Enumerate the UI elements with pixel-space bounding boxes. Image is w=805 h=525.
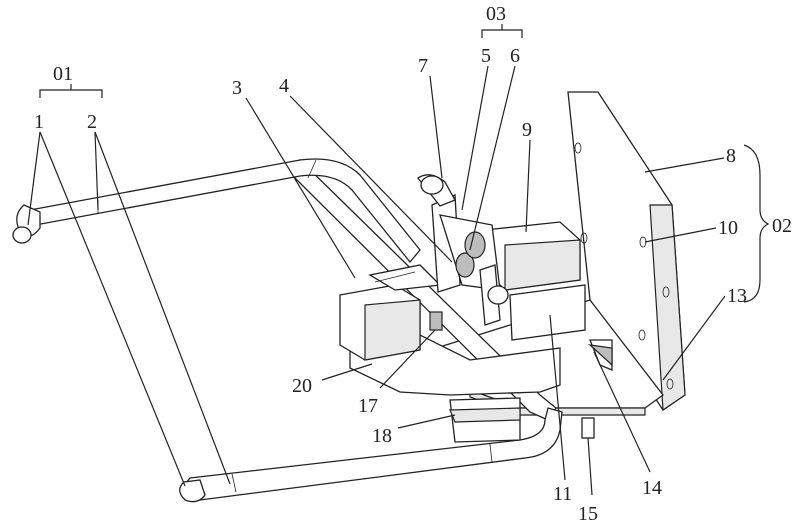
label-2: 2 <box>87 111 97 133</box>
label-02: 02 <box>772 215 792 237</box>
label-03: 03 <box>486 3 506 25</box>
label-6: 6 <box>510 45 520 67</box>
label-7: 7 <box>418 55 428 77</box>
label-14: 14 <box>642 477 662 499</box>
label-17: 17 <box>358 395 378 417</box>
label-01: 01 <box>53 63 73 85</box>
label-10: 10 <box>718 217 738 239</box>
label-5: 5 <box>481 45 491 67</box>
label-11: 11 <box>553 483 572 505</box>
label-3: 3 <box>232 77 242 99</box>
label-15: 15 <box>578 503 598 525</box>
label-8: 8 <box>726 145 736 167</box>
label-4: 4 <box>279 75 289 97</box>
bottom-fitting <box>582 418 594 438</box>
label-13: 13 <box>727 285 747 307</box>
right-motor <box>485 222 585 340</box>
label-18: 18 <box>372 425 392 447</box>
label-20: 20 <box>292 375 312 397</box>
label-1: 1 <box>34 111 44 133</box>
reference-labels: 01 1 2 3 4 03 5 6 7 9 8 10 02 13 20 17 1… <box>34 3 792 525</box>
label-9: 9 <box>522 119 532 141</box>
